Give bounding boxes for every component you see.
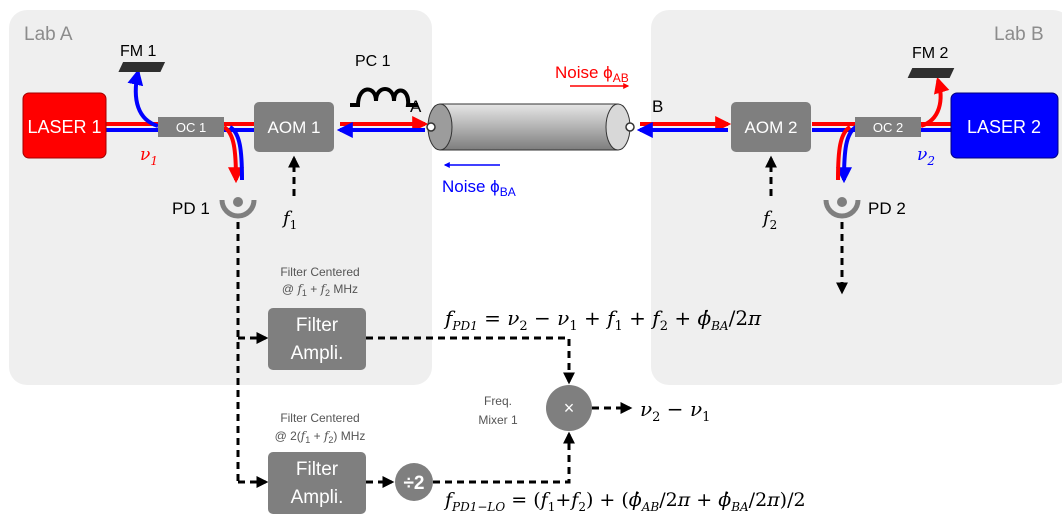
pd2-detector (823, 199, 861, 219)
divider-label: ÷2 (404, 473, 425, 494)
beam-to-fm1 (127, 68, 159, 128)
filter-bottom-line1: Filter (296, 459, 339, 480)
point-a-label: A (410, 97, 422, 116)
fpd1-equation: fPD1 = ν2 − ν1 + f1 + f2 + ϕ̇BA/2π (443, 306, 762, 334)
divider-to-mixer (433, 431, 575, 484)
laser2-label: LASER 2 (967, 117, 1041, 137)
mixer-label-1: Freq. (484, 394, 512, 408)
fpd1-lo-equation: fPD1−LO = (f1+f2) + (ϕ̇AB/2π + ϕ̇BA/2π)/… (443, 489, 806, 514)
laser1-label: LASER 1 (27, 117, 101, 137)
fiber-port-right (625, 122, 635, 132)
beam-to-pd1-red (222, 125, 244, 184)
laser2-box (950, 92, 1059, 159)
filter-bottom-caption-1: Filter Centered (280, 411, 359, 425)
lab-a-label: Lab A (24, 24, 73, 45)
oc2-label: OC 2 (873, 120, 903, 135)
pd2-label: PD 2 (868, 199, 906, 218)
beam-to-pd1-blue (228, 125, 244, 181)
beam-to-pd2-blue (836, 125, 858, 184)
aom2-label: AOM 2 (745, 118, 798, 137)
beam-to-fm2 (920, 76, 950, 128)
mixer-symbol: × (564, 398, 575, 418)
lab-b-label: Lab B (994, 24, 1044, 45)
fiber-port-left (426, 122, 436, 132)
mixer-circle (546, 385, 592, 431)
laser1-box (22, 92, 107, 159)
pd1-label: PD 1 (172, 199, 210, 218)
pc1-coil (350, 87, 418, 107)
aom1-box (254, 102, 334, 152)
noise-ab-label: Noise ϕAB (555, 63, 629, 85)
oc2-box (855, 117, 921, 137)
filter-top-box (268, 308, 366, 370)
fm1-label: FM 1 (120, 43, 157, 60)
output-equation: ν2 − ν1 (640, 397, 710, 425)
point-b-label: B (652, 97, 663, 116)
aom1-label: AOM 1 (268, 118, 321, 137)
filter-bottom-caption-2: @ 2(f1 + f2) MHz (275, 429, 366, 445)
filter-top-caption-1: Filter Centered (280, 265, 359, 279)
pd2-dot (837, 197, 847, 207)
beam-to-pd2-red (836, 125, 852, 181)
pd1-detector (219, 199, 257, 219)
pc1-label: PC 1 (355, 53, 391, 70)
filter-bottom-box (268, 452, 366, 514)
aom2-box (731, 102, 811, 152)
noise-ba-label: Noise ϕBA (442, 177, 516, 199)
divider-circle (395, 463, 433, 501)
oc1-box (158, 117, 224, 137)
mixer-label-2: Mixer 1 (478, 413, 518, 427)
filter-top-line2: Ampli. (291, 343, 344, 364)
top-filter-to-mixer (366, 336, 575, 385)
fm2-label: FM 2 (912, 45, 949, 62)
filter-top-line1: Filter (296, 315, 339, 336)
oc1-label: OC 1 (176, 120, 206, 135)
fiber-spool (439, 103, 619, 151)
filter-bottom-line2: Ampli. (291, 487, 344, 508)
fm2-mirror (907, 68, 955, 78)
fm1-mirror (118, 62, 166, 72)
pd1-dot (233, 197, 243, 207)
filter-top-caption-2: @ f1 + f2 MHz (282, 282, 358, 298)
